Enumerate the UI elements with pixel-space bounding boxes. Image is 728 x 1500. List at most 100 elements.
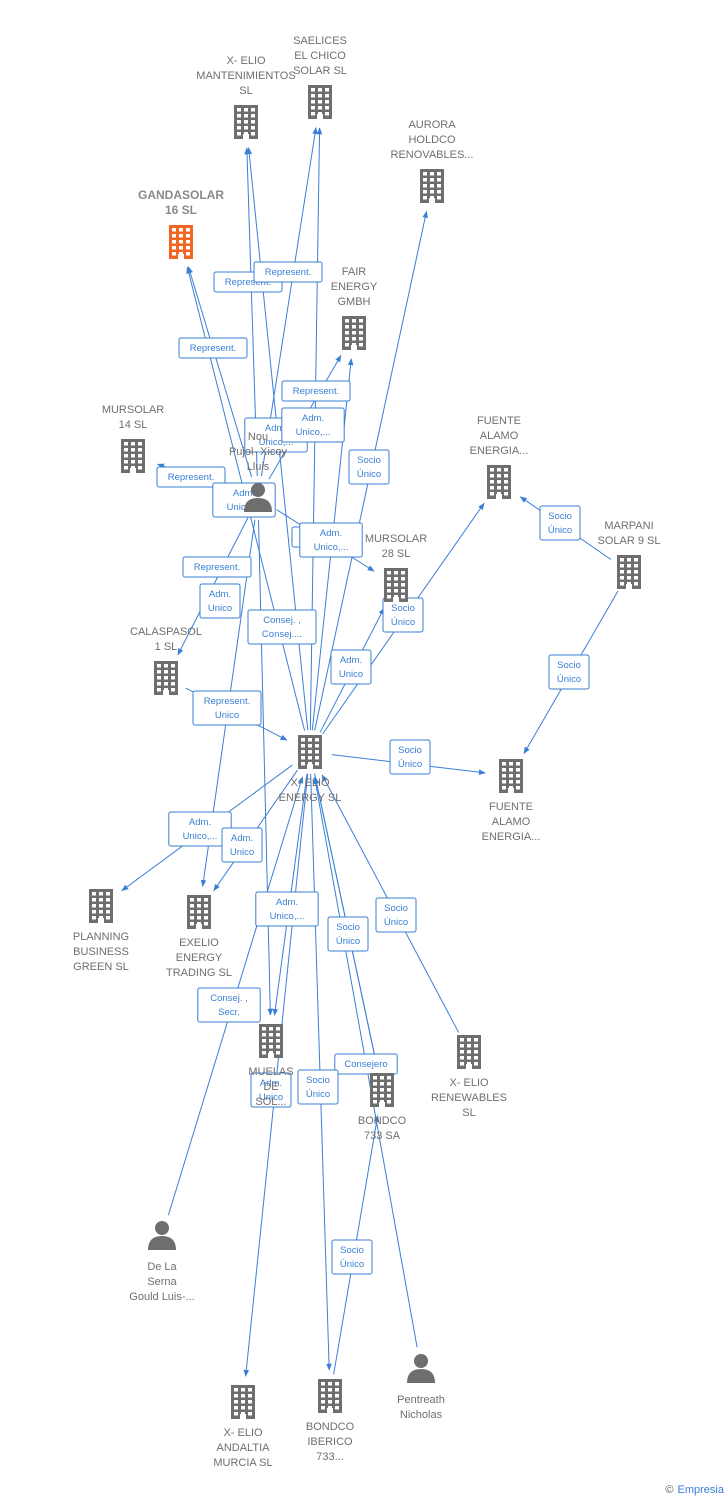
node-label: Lluis [247, 461, 270, 473]
building-icon [259, 1024, 283, 1058]
edge-label-xelio_energy-to-xelio_andaltia[interactable]: Adm.Unico [250, 1072, 292, 1108]
node-label: SOL... [255, 1096, 286, 1108]
node-label: PLANNING [73, 931, 129, 943]
edge-label-text: Socio [357, 455, 381, 466]
edge-label-nou-to-gandasolar[interactable]: Represent. [178, 337, 248, 359]
node-label: IBERICO [307, 1436, 353, 1448]
edge-label-delaserna-to-xelio_energy[interactable]: Consej. ,Secr. [197, 987, 261, 1023]
building-icon [457, 1035, 481, 1069]
node-label: De La [147, 1261, 177, 1273]
node-aurora[interactable]: AURORAHOLDCORENOVABLES... [391, 119, 474, 203]
edge-label-nou-to-fair[interactable]: Represent. [281, 380, 351, 402]
node-label: SOLAR 9 SL [598, 535, 661, 547]
edge-label-xelio_energy-to-fair[interactable]: Adm.Unico,... [299, 522, 363, 558]
edge-label-pentreath-to-xelio_energy[interactable]: Consej. , Consej.... [247, 609, 317, 645]
edge-label-text: Adm. [340, 655, 362, 666]
edge-label-text: Socio [391, 603, 415, 614]
node-label: MARPANI [604, 520, 653, 532]
edge-label-nou-to-saelices[interactable]: Represent. [253, 261, 323, 283]
edge-label-text: Represent. [225, 277, 271, 288]
node-muelas[interactable]: MUELASDESOL... [248, 1024, 294, 1108]
node-label: X- ELIO [223, 1427, 263, 1439]
edge-label-calaspasol-to-xelio_energy[interactable]: Represent.Unico [192, 690, 262, 726]
node-label: 16 SL [165, 203, 197, 217]
node-label: 1 SL [155, 641, 178, 653]
edge-label-nou-to-mursolar14[interactable]: Represent. [156, 466, 226, 488]
node-label: EXELIO [179, 937, 219, 949]
node-label: ENERGIA... [482, 831, 541, 843]
edge-label-xelio_energy-to-mursolar28[interactable]: Adm.Unico [330, 649, 372, 685]
edge-label-text: Socio [336, 922, 360, 933]
edge-label-text: Único [384, 917, 408, 928]
edge-label-text: Único [557, 674, 581, 685]
node-label: FUENTE [489, 801, 533, 813]
edge-label-text: Unico [215, 710, 239, 721]
brand-logo-text: Empresia [677, 1484, 724, 1496]
edge-label-text: Secr. [218, 1007, 240, 1018]
node-fuente2[interactable]: FUENTEALAMOENERGIA... [482, 759, 541, 843]
edge-label-text: Consej. , [263, 615, 301, 626]
node-fuente1[interactable]: FUENTEALAMOENERGIA... [470, 415, 529, 499]
node-label: 733... [316, 1451, 344, 1463]
building-icon [370, 1073, 394, 1107]
edge-label-text: Único [391, 617, 415, 628]
footer-brand[interactable]: ©Empresia [665, 1484, 724, 1496]
building-icon [89, 889, 113, 923]
edge-label-text: Consejero [344, 1059, 387, 1070]
edge-label-nou-to-exelio[interactable]: Represent. [182, 556, 252, 578]
node-marpani[interactable]: MARPANI SOLAR 9 SL [598, 520, 661, 589]
building-icon [298, 735, 322, 769]
building-icon [234, 105, 258, 139]
node-label: ENERGY [331, 281, 378, 293]
node-label: SL [462, 1107, 475, 1119]
edge-label-xelio_energy-to-saelices[interactable]: Adm.Unico,... [281, 407, 345, 443]
edge-label-text: Unico,... [270, 911, 305, 922]
edges-layer [121, 126, 619, 1377]
edge-label-text: Unico [259, 1092, 283, 1103]
edge-label-xelio_energy-to-bondco733[interactable]: Consejero [334, 1053, 398, 1075]
node-label: 28 SL [382, 548, 411, 560]
edge-label-text: Unico,... [183, 831, 218, 842]
building-icon [121, 439, 145, 473]
node-label: X- ELIO [290, 777, 330, 789]
edge-label-text: Consej.... [262, 629, 302, 640]
edge-label-xelio_energy-to-exelio[interactable]: Adm.Unico [221, 827, 263, 863]
edge-nou-to-gandasolar [187, 266, 253, 478]
edge-label-text: Adm. [302, 413, 324, 424]
edge-label-xelio_energy-to-muelas[interactable]: Adm.Unico,... [255, 891, 319, 927]
node-label: GANDASOLAR [138, 188, 224, 202]
node-label: BONDCO [306, 1421, 355, 1433]
node-label: Gould Luis-... [129, 1291, 194, 1303]
node-bondco_iberico[interactable]: BONDCO IBERICO 733... [306, 1379, 355, 1463]
building-icon [487, 465, 511, 499]
edge-label-nou-to-calaspasol[interactable]: Adm.Unico [199, 583, 241, 619]
building-icon [384, 568, 408, 602]
node-label: BONDCO [358, 1115, 407, 1127]
edge-label-text: Adm. [209, 589, 231, 600]
